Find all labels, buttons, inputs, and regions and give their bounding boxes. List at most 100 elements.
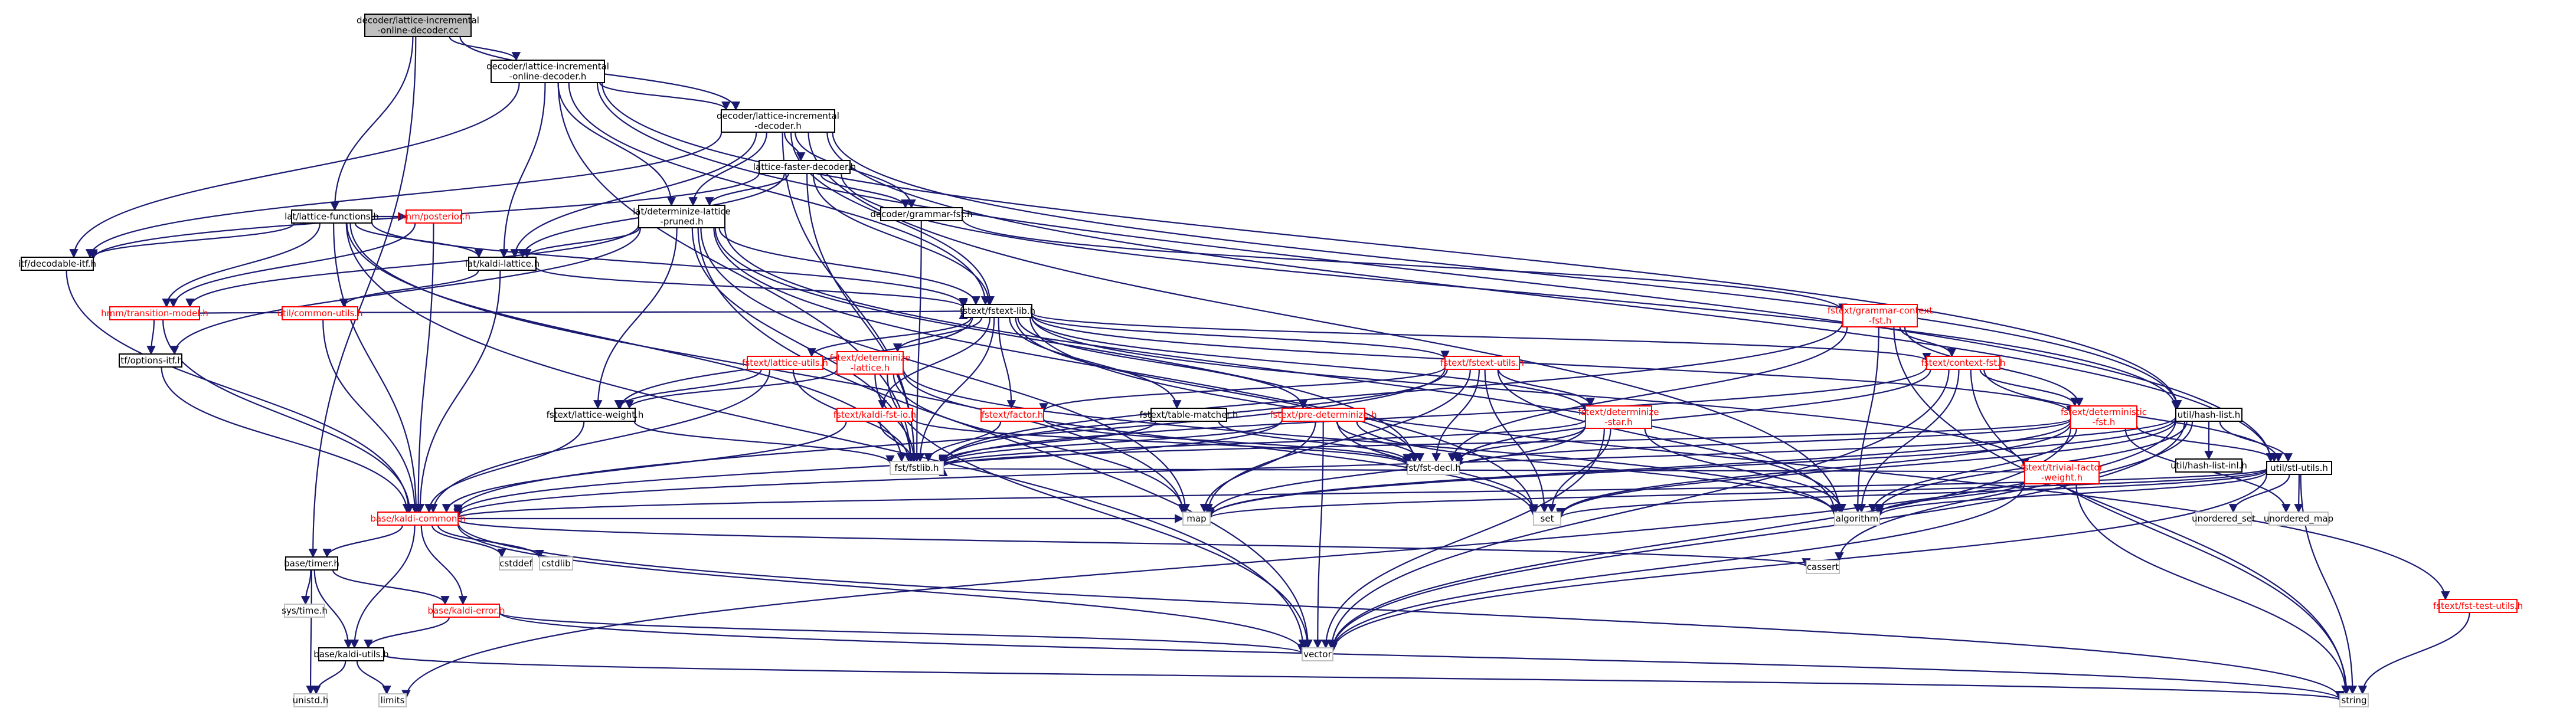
node-box-lat_functions	[291, 209, 372, 224]
edge-kaldi_lattice-to-util_common	[339, 270, 479, 308]
edge-itf_options-to-kaldi_common	[161, 366, 412, 513]
edge-context_fst-to-fst_decl	[1454, 369, 1931, 464]
edge-lio_h-to-stl_utils	[596, 82, 2275, 463]
edge-hash_list-to-kaldi_common	[453, 416, 2177, 517]
node-label-hash_list_inl-0: util/hash-list-inl.h	[2170, 460, 2247, 471]
node-hmm_tm[interactable]: hmm/transition-model.h	[101, 306, 208, 320]
node-kaldi_fst_io[interactable]: fstext/kaldi-fst-io.h	[833, 408, 916, 422]
node-deterministic_fst[interactable]: fstext/deterministic-fst.h	[2061, 405, 2147, 429]
node-unordered_set: unordered_set	[2192, 512, 2255, 526]
node-box-limits	[378, 693, 407, 707]
edge-fstext_utils-to-factor	[1039, 366, 1446, 412]
edge-hash_list-to-vector	[1328, 421, 2186, 651]
node-hash_list_inl[interactable]: util/hash-list-inl.h	[2170, 458, 2247, 473]
edge-lat_functions-to-vector	[345, 222, 1307, 649]
edge-base_timer-to-kaldi_utils	[313, 569, 353, 649]
node-kaldi_error[interactable]: base/kaldi-error.h	[428, 604, 505, 618]
node-lfd_h[interactable]: lattice-faster-decoder.h	[753, 160, 856, 174]
node-pre_det[interactable]: fstext/pre-determinize.h	[1270, 408, 1377, 422]
edge-deterministic_fst-to-stl_utils	[2136, 425, 2279, 463]
node-factor[interactable]: fstext/factor.h	[980, 408, 1044, 422]
edge-det_lattice-to-algorithm	[902, 368, 1839, 516]
node-label-context_fst-0: fstext/context-fst.h	[1921, 358, 2006, 368]
edge-hmm_tm-to-kaldi_common	[162, 319, 414, 513]
edge-det_lattice-to-vector	[887, 373, 1312, 649]
edge-lat_det-to-itf_options	[170, 227, 641, 355]
node-lid_h[interactable]: decoder/lattice-incremental-decoder.h	[717, 109, 839, 133]
node-box-itf_options	[119, 353, 182, 368]
node-itf_dec[interactable]: itf/decodable-itf.h	[18, 257, 96, 271]
node-box-map	[1182, 512, 1211, 526]
node-lat_utils[interactable]: fstext/lattice-utils.h	[742, 356, 828, 370]
node-grammar_fst[interactable]: decoder/grammar-fst.h	[870, 207, 973, 221]
edge-det_lattice-to-lat_weight	[625, 369, 838, 409]
edge-hmm_posterior-to-kaldi_common	[413, 222, 434, 513]
node-det_lattice[interactable]: fstext/determinize-lattice.h	[829, 351, 911, 375]
node-box-kaldi_utils	[318, 647, 384, 661]
edge-factor-to-fst_fstlib	[924, 421, 1002, 463]
node-label-sys_time-0: sys/time.h	[282, 605, 328, 616]
node-box-table_matcher	[1150, 408, 1227, 422]
edge-context_fst-to-vector	[1327, 369, 1950, 649]
edge-deterministic_fst-to-set	[1556, 423, 2072, 517]
node-box-kaldi_lattice	[468, 257, 537, 271]
edge-stl_utils-to-unordered_set	[2228, 474, 2290, 513]
node-lat_det[interactable]: lat/determinize-lattice-pruned.h	[633, 205, 731, 228]
node-box-hash_list	[2175, 408, 2242, 422]
node-hash_list[interactable]: util/hash-list.h	[2175, 408, 2242, 422]
edge-kaldi_lattice-to-kaldi_common	[415, 270, 501, 513]
node-lio_h[interactable]: decoder/lattice-incremental-online-decod…	[486, 60, 609, 83]
node-box-unistd	[293, 693, 328, 707]
node-label-lat_det-1: -pruned.h	[660, 216, 703, 227]
node-label-kaldi_utils-0: base/kaldi-utils.h	[313, 649, 389, 660]
edge-gcf-to-string	[1893, 326, 2351, 695]
node-det_star[interactable]: fstext/determinize-star.h	[1578, 405, 1659, 429]
node-kaldi_utils[interactable]: base/kaldi-utils.h	[313, 647, 389, 661]
node-context_fst[interactable]: fstext/context-fst.h	[1921, 356, 2006, 370]
node-box-set	[1533, 512, 1561, 526]
edge-lid_h-to-itf_dec	[85, 132, 723, 258]
edge-hmm_tm-to-itf_options	[146, 319, 156, 355]
node-box-kaldi_fst_io	[836, 408, 913, 422]
node-table_matcher[interactable]: fstext/table-matcher.h	[1140, 408, 1238, 422]
edge-kaldi_utils-to-unistd	[312, 660, 346, 695]
node-stl_utils[interactable]: util/stl-utils.h	[2266, 461, 2332, 475]
node-box-sys_time	[284, 604, 325, 618]
edge-itf_dec-to-kaldi_common	[66, 270, 414, 513]
edge-gcf-to-context_fst	[1899, 326, 1957, 358]
edge-base_timer-to-kaldi_error	[332, 569, 450, 605]
node-fstext_utils[interactable]: fstext/fstext-utils.h	[1440, 356, 1524, 370]
node-lat_functions[interactable]: lat/lattice-functions.h	[285, 209, 379, 224]
node-cstdlib: cstdlib	[539, 556, 573, 571]
node-kaldi_lattice[interactable]: lat/kaldi-lattice.h	[465, 257, 540, 271]
node-base_timer[interactable]: base/timer.h	[284, 556, 339, 571]
node-box-itf_dec	[21, 257, 94, 271]
node-box-cstdlib	[539, 556, 573, 571]
node-box-det_star	[1585, 405, 1652, 429]
edge-table_matcher-to-fst_decl	[1218, 421, 1412, 463]
node-fstlib_h[interactable]: fstext/fstext-lib.h	[960, 304, 1035, 318]
node-gcf[interactable]: fstext/grammar-context-fst.h	[1828, 304, 1933, 327]
node-kaldi_common[interactable]: base/kaldi-common.h	[370, 512, 466, 526]
edge-context_fst-to-algorithm	[1856, 369, 1960, 513]
edge-lid_h-to-grammar_fst	[795, 132, 916, 209]
node-itf_options[interactable]: itf/options-itf.h	[118, 353, 183, 368]
node-label-itf_dec-0: itf/decodable-itf.h	[18, 258, 96, 269]
node-label-fst_test_utils-0: fstext/fst-test-utils.h	[2433, 601, 2523, 611]
node-label-trivial_factor-0: fstext/trivial-factor	[2021, 462, 2104, 473]
node-lat_weight[interactable]: fstext/lattice-weight.h	[547, 408, 644, 422]
edge-trivial_factor-to-fst_fstlib	[942, 467, 2026, 478]
edge-base_timer-to-sys_time	[300, 569, 312, 605]
edge-kaldi_utils-to-limits	[356, 660, 391, 695]
node-fst_test_utils[interactable]: fstext/fst-test-utils.h	[2433, 599, 2523, 613]
edge-fstlib_h-to-pre_det	[1017, 317, 1308, 409]
node-hmm_posterior[interactable]: hmm/posterior.h	[397, 209, 470, 224]
node-trivial_factor[interactable]: fstext/trivial-factor-weight.h	[2021, 461, 2104, 484]
node-util_common[interactable]: util/common-utils.h	[277, 306, 363, 320]
edge-util_common-to-kaldi_common	[322, 319, 420, 513]
edge-lio_h-to-kaldi_lattice	[499, 82, 546, 258]
node-set: set	[1533, 512, 1561, 526]
node-box-util_common	[282, 306, 358, 320]
node-label-kaldi_lattice-0: lat/kaldi-lattice.h	[465, 258, 540, 269]
edge-fstlib_h-to-table_matcher	[1009, 317, 1182, 409]
